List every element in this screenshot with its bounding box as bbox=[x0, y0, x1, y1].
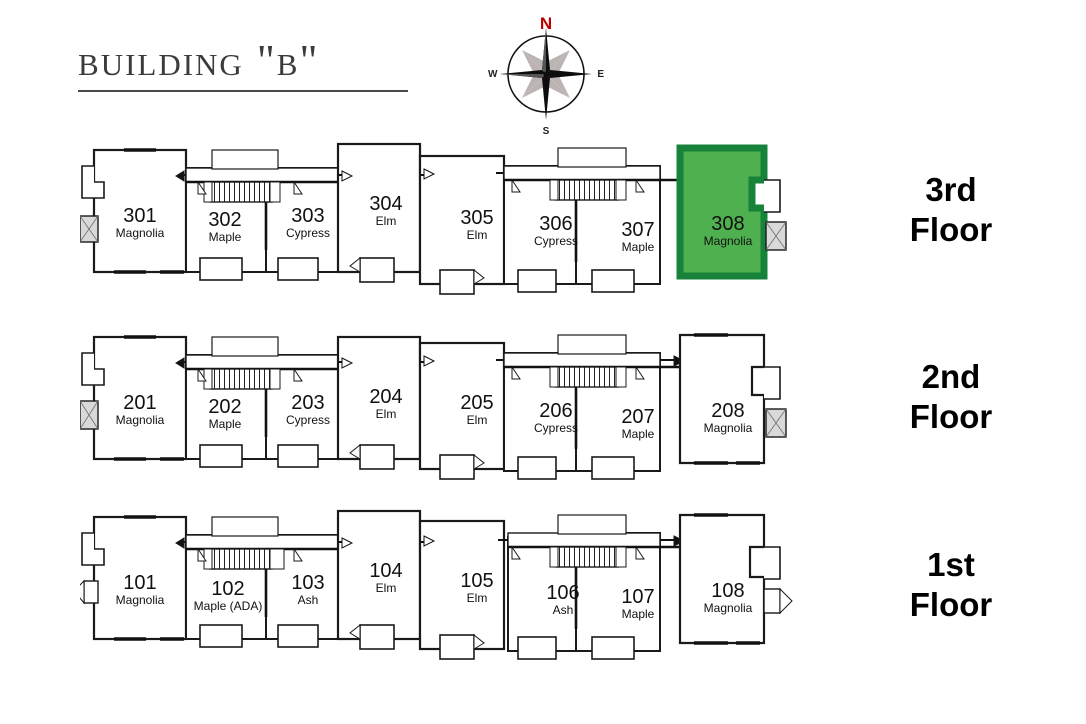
compass-north-label: N bbox=[539, 14, 553, 33]
title-underline bbox=[78, 90, 408, 93]
compass-west-label: W bbox=[488, 69, 498, 80]
floor-label-3rd: 3rd Floor bbox=[836, 170, 1066, 251]
floor-label-line1: 3rd bbox=[925, 171, 977, 208]
page-title-block: Building "B" bbox=[78, 36, 418, 93]
floor-label-line1: 1st bbox=[927, 546, 975, 583]
unit-shape-highlighted bbox=[676, 144, 787, 280]
floor-label-line2: Floor bbox=[909, 211, 993, 249]
compass-rose-icon: N S W E bbox=[486, 14, 606, 137]
page-title: Building "B" bbox=[78, 36, 320, 85]
floor-label-2nd: 2nd Floor bbox=[836, 357, 1066, 438]
floor-label-line1: 2nd bbox=[921, 358, 981, 395]
floor-label-1st: 1st Floor bbox=[836, 545, 1066, 626]
compass-east-label: E bbox=[597, 69, 604, 80]
floor-label-line2: Floor bbox=[909, 586, 993, 624]
compass-south-label: S bbox=[542, 126, 550, 137]
floor-label-line2: Floor bbox=[909, 398, 993, 436]
